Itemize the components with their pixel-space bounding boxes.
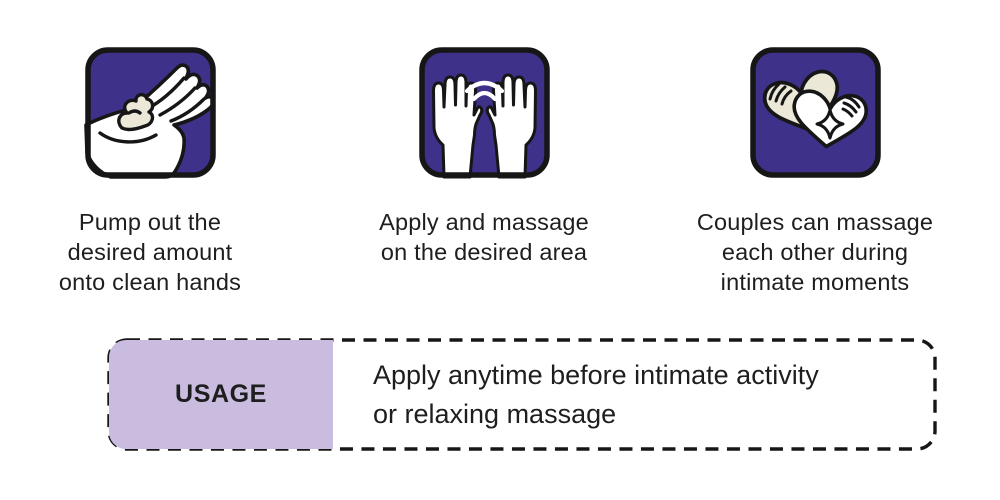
usage-description-line: or relaxing massage — [373, 398, 617, 429]
caption-line: intimate moments — [720, 269, 910, 295]
caption-line: each other during — [721, 239, 909, 265]
caption-line: desired amount — [67, 239, 233, 265]
usage-description: Apply anytime before intimate activity o… — [373, 338, 917, 451]
step-caption: Apply and massage on the desired area — [349, 207, 619, 267]
usage-step-couples: Couples can massage each other during in… — [680, 45, 950, 297]
caption-line: Pump out the — [78, 209, 222, 235]
caption-line: Apply and massage — [379, 209, 589, 235]
hand-with-lotion-icon — [83, 47, 216, 179]
caption-line: on the desired area — [380, 239, 588, 265]
usage-label-box: USAGE — [109, 340, 333, 449]
step-caption: Pump out the desired amount onto clean h… — [15, 207, 285, 297]
caption-line: Couples can massage — [696, 209, 934, 235]
massaging-hands-icon — [418, 47, 550, 179]
couple-hearts-icon — [749, 47, 881, 178]
step-caption: Couples can massage each other during in… — [680, 207, 950, 297]
usage-banner: USAGE Apply anytime before intimate acti… — [107, 338, 937, 451]
usage-label: USAGE — [175, 380, 267, 408]
caption-line: onto clean hands — [58, 269, 242, 295]
usage-step-pump: Pump out the desired amount onto clean h… — [15, 45, 285, 297]
usage-description-line: Apply anytime before intimate activity — [373, 359, 819, 390]
usage-step-massage: Apply and massage on the desired area — [349, 45, 619, 267]
